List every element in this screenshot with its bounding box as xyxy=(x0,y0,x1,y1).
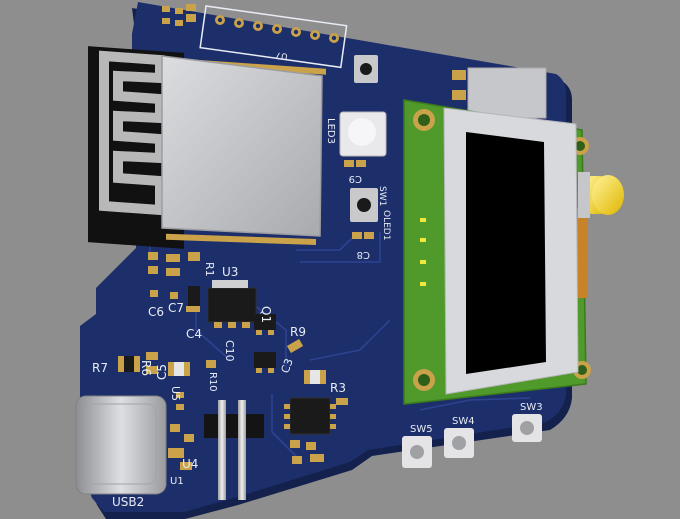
oled-module xyxy=(403,99,591,405)
label-sw5: SW5 xyxy=(410,424,433,435)
button-sw1 xyxy=(350,188,378,222)
led3 xyxy=(339,111,387,157)
oled-screen xyxy=(466,132,546,374)
label-u4: U4 xyxy=(182,457,198,471)
esp-shield xyxy=(161,55,323,237)
chip-u3 xyxy=(207,280,257,328)
button-sw5 xyxy=(402,436,432,468)
label-sw1: SW1 xyxy=(377,186,387,206)
label-r10: R10 xyxy=(207,372,218,392)
pin-header-bottom xyxy=(204,400,264,500)
cap-c8 xyxy=(352,232,374,239)
label-r6: R6 xyxy=(139,360,153,376)
label-r1: R1 xyxy=(203,262,216,277)
label-c8: C8 xyxy=(357,249,370,260)
connector-top-right xyxy=(452,67,547,119)
label-c5: C5 xyxy=(155,364,169,380)
label-sw3: SW3 xyxy=(520,402,543,413)
label-usb2: USB2 xyxy=(112,495,144,509)
label-sw4: SW4 xyxy=(452,416,475,427)
usb-c-connector xyxy=(75,395,167,495)
label-c7: C7 xyxy=(168,301,184,315)
resistor-r9 xyxy=(286,339,304,353)
smd-cluster-bottom-middle xyxy=(290,440,324,464)
smd-cluster-left xyxy=(148,252,200,312)
label-oled1: OLED1 xyxy=(381,210,391,240)
label-r3: R3 xyxy=(330,381,346,395)
cap-c3 xyxy=(304,370,326,384)
label-c4: C4 xyxy=(186,327,202,341)
label-c9: C9 xyxy=(349,173,362,184)
label-c6: C6 xyxy=(148,305,164,319)
resistor-r3 xyxy=(336,398,348,405)
cap-c9 xyxy=(344,160,366,167)
label-r9: R9 xyxy=(290,325,306,339)
button-top xyxy=(354,55,378,83)
label-led3: LED3 xyxy=(325,118,336,144)
label-r7: R7 xyxy=(92,361,108,375)
label-u5: U5 xyxy=(169,386,182,401)
smd-cluster-top-left xyxy=(162,4,196,26)
chip-u2 xyxy=(284,397,336,435)
button-sw4 xyxy=(444,428,474,458)
led-yellow xyxy=(578,172,624,218)
label-u7: U7 xyxy=(275,49,289,61)
transistor-q1 xyxy=(254,314,276,373)
label-c10: C10 xyxy=(223,340,236,362)
label-u1: U1 xyxy=(170,476,184,487)
header-u7 xyxy=(199,5,348,69)
button-sw3 xyxy=(512,414,542,442)
label-u3: U3 xyxy=(222,265,238,279)
label-c3: C3 xyxy=(279,357,296,375)
smd-cluster-usb-area xyxy=(118,352,216,470)
label-q1: Q1 xyxy=(259,306,273,323)
esp-module xyxy=(88,46,326,249)
